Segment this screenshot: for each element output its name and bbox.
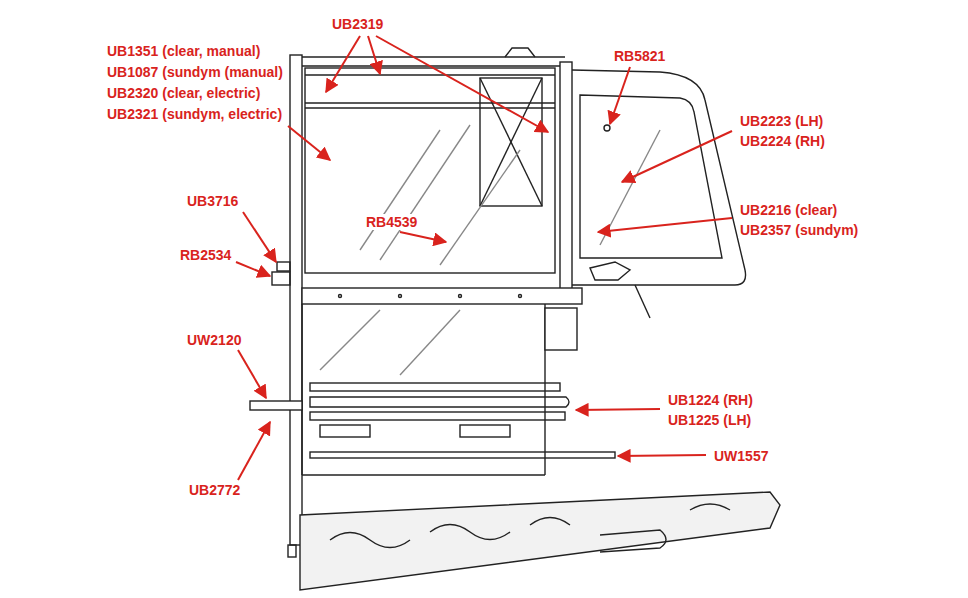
part-number: UB2216 (clear) xyxy=(738,202,839,218)
part-number: UB2319 xyxy=(330,16,385,32)
part-number: UB2224 (RH) xyxy=(738,133,827,149)
leader-line xyxy=(598,218,732,232)
leader-line xyxy=(238,350,266,398)
part-number: UB3716 xyxy=(185,193,240,209)
leader-line xyxy=(400,232,446,242)
part-number: UB1351 (clear, manual) xyxy=(105,43,262,59)
leader-line xyxy=(326,36,360,92)
leader-line xyxy=(238,422,270,480)
part-number: UB2223 (LH) xyxy=(738,113,825,129)
part-number: UB1087 (sundym (manual) xyxy=(105,64,285,80)
leader-line xyxy=(618,455,706,456)
leader-line xyxy=(376,36,548,132)
leader-line xyxy=(622,131,732,182)
part-number: UB2357 (sundym) xyxy=(738,222,860,238)
part-number: UW1557 xyxy=(712,448,770,464)
leader-line xyxy=(243,212,276,262)
part-number: UB2772 xyxy=(187,482,242,498)
part-number: UB1224 (RH) xyxy=(666,392,755,408)
leader-line xyxy=(288,126,330,160)
part-number: RB5821 xyxy=(612,48,667,64)
leader-line xyxy=(236,262,270,276)
leader-line xyxy=(368,36,380,74)
leader-line xyxy=(576,409,660,410)
part-number: UB2321 (sundym, electric) xyxy=(105,106,284,122)
part-number: RB4539 xyxy=(364,214,419,230)
leader-lines xyxy=(236,36,732,480)
part-number: UB2320 (clear, electric) xyxy=(105,85,262,101)
part-number: UB1225 (LH) xyxy=(666,412,753,428)
door-frame xyxy=(250,48,780,590)
leader-line xyxy=(610,67,630,124)
part-number: UW2120 xyxy=(185,332,243,348)
part-number: RB2534 xyxy=(178,247,233,263)
